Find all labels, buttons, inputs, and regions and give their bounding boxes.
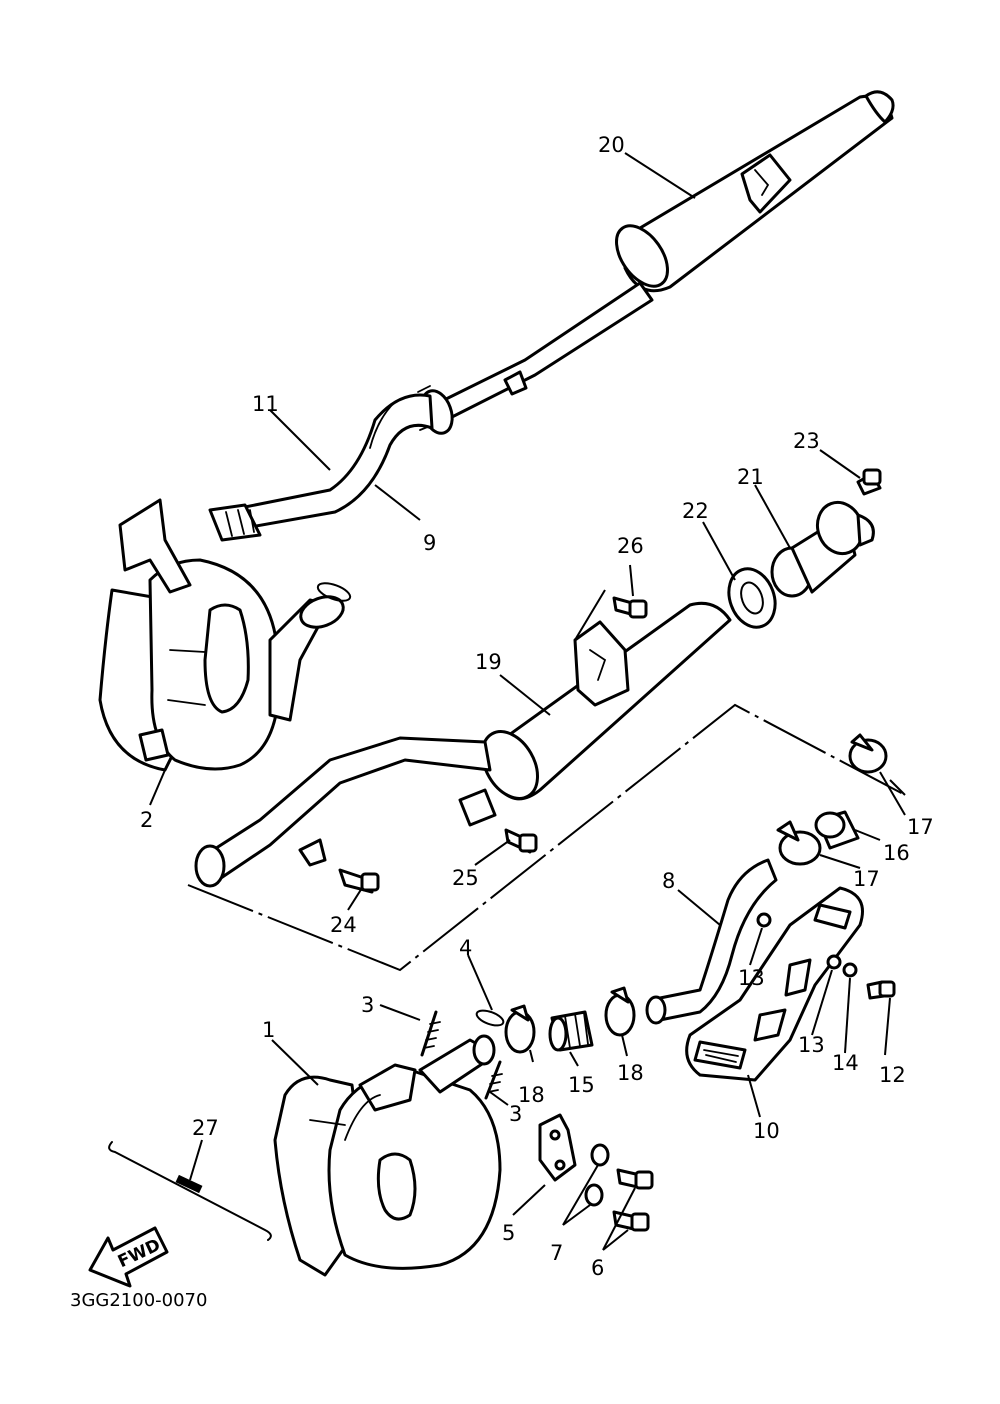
callout-6: 6	[591, 1256, 604, 1280]
part-26-bolt	[612, 596, 648, 619]
callout-18-right: 18	[617, 1061, 644, 1085]
callout-17-upper: 17	[907, 815, 934, 839]
callout-18-left: 18	[518, 1083, 545, 1107]
part-3-spring-lower	[484, 1060, 503, 1100]
part-1-header	[273, 1034, 502, 1277]
callout-3-lower: 3	[509, 1102, 522, 1126]
part-15-coupling	[548, 1010, 594, 1052]
callout-20: 20	[598, 133, 625, 157]
part-27-spring-rod	[108, 1141, 272, 1241]
callout-26: 26	[617, 534, 644, 558]
callout-23: 23	[793, 429, 820, 453]
part-17-clamp-lower	[776, 820, 822, 866]
callout-19: 19	[475, 650, 502, 674]
callout-3-upper: 3	[361, 993, 374, 1017]
part-25-bolt	[504, 828, 538, 854]
part-11-mid-pipe	[208, 393, 434, 542]
part-22-gasket	[727, 567, 777, 629]
callout-1: 1	[262, 1018, 275, 1042]
callout-9: 9	[423, 531, 436, 555]
fwd-arrow-icon: FWD	[88, 1226, 169, 1288]
callout-11: 11	[252, 392, 279, 416]
part-18-clamp-left	[504, 1004, 536, 1054]
part-19-tailpipe	[194, 736, 492, 888]
part-13-washer-upper	[756, 912, 772, 928]
part-18-clamp-right	[604, 986, 636, 1037]
callout-25: 25	[452, 866, 479, 890]
callout-7: 7	[550, 1241, 563, 1265]
callout-13-upper: 13	[738, 966, 765, 990]
callout-24: 24	[330, 913, 357, 937]
callout-16: 16	[883, 841, 910, 865]
part-13-washer-lower	[826, 954, 842, 970]
part-10-heat-guard	[685, 886, 864, 1082]
part-24-bolt	[338, 868, 380, 894]
part-21-end-cap	[770, 500, 875, 598]
callout-13-lower: 13	[798, 1033, 825, 1057]
callout-10: 10	[753, 1119, 780, 1143]
part-2-header	[98, 498, 352, 772]
callout-8: 8	[662, 869, 675, 893]
callout-5: 5	[502, 1221, 515, 1245]
part-7-washer-upper	[590, 1143, 610, 1167]
callout-17-lower: 17	[853, 867, 880, 891]
assembly-frame-line	[187, 703, 906, 972]
part-14-nut	[842, 962, 858, 978]
part-20-muffler	[615, 90, 895, 293]
part-6-bolt-lower	[612, 1210, 650, 1232]
callout-2: 2	[140, 808, 153, 832]
callout-4: 4	[459, 936, 472, 960]
frame-tick	[889, 779, 906, 796]
part-16-sleeve	[814, 810, 860, 850]
callout-12: 12	[879, 1063, 906, 1087]
part-7-washer-lower	[584, 1183, 604, 1207]
callout-22: 22	[682, 499, 709, 523]
part-23-bolt	[856, 468, 882, 496]
part-3-spring-upper	[420, 1010, 441, 1057]
part-17-clamp-upper	[848, 733, 888, 774]
part-8-pipe	[645, 858, 778, 1025]
part-4-o-ring	[475, 1009, 505, 1027]
callout-21: 21	[737, 465, 764, 489]
callout-14: 14	[832, 1051, 859, 1075]
part-19-muffler	[458, 601, 732, 827]
part-12-bolt	[866, 980, 896, 1000]
leader-lines	[149, 152, 906, 1251]
diagram-code: 3GG2100-0070	[70, 1290, 207, 1311]
callout-15: 15	[568, 1073, 595, 1097]
part-5-bracket	[538, 1113, 577, 1182]
part-6-bolt-upper	[616, 1168, 654, 1190]
callout-27: 27	[192, 1116, 219, 1140]
part-9-tailpipe	[417, 281, 654, 435]
